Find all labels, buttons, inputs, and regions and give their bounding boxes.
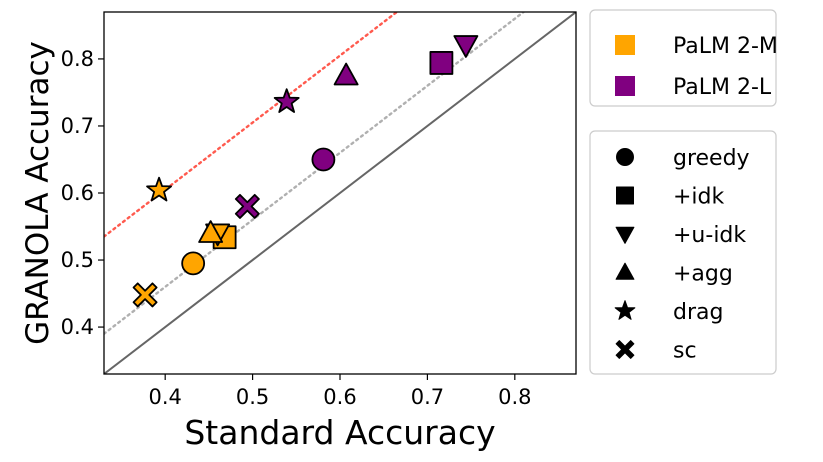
- point-palm-2-l-sc: [234, 193, 260, 219]
- y-axis-ticks: 0.4 0.5 0.6 0.7 0.8: [61, 47, 104, 339]
- model-legend: PaLM 2-M PaLM 2-L: [589, 9, 778, 107]
- legend-label: sc: [673, 339, 697, 364]
- legend-label: PaLM 2-M: [673, 34, 778, 59]
- x-axis-label: Standard Accuracy: [184, 413, 495, 452]
- legend-label: +idk: [673, 185, 725, 210]
- y-tick-label: 0.5: [61, 248, 94, 272]
- point-palm-2-l-agg: [333, 62, 359, 86]
- point-palm-2-m-sc: [132, 282, 158, 308]
- legend-marker-square: [616, 186, 634, 205]
- x-tick-label: 0.5: [236, 385, 269, 409]
- x-tick-label: 0.4: [148, 385, 181, 409]
- legend-label: PaLM 2-L: [673, 75, 772, 100]
- reference-lines: [104, 12, 576, 374]
- legend-label: +agg: [673, 262, 733, 287]
- legend-marker-x: [615, 340, 635, 359]
- point-palm-2-l-uidk: [453, 35, 479, 58]
- identity-line: [104, 12, 576, 374]
- point-palm-2-l-idk: [429, 51, 454, 75]
- y-tick-label: 0.7: [61, 114, 94, 138]
- legend-marker-triangle-down: [615, 226, 635, 244]
- y-tick-label: 0.8: [61, 47, 94, 71]
- x-tick-label: 0.6: [323, 385, 356, 409]
- point-palm-2-m-drag: [146, 176, 172, 202]
- legend-label: greedy: [673, 146, 750, 171]
- reference-line-1: [104, 12, 526, 335]
- legend-marker-triangle-up: [615, 262, 635, 280]
- point-palm-2-l-greedy: [311, 147, 336, 172]
- point-palm-2-m-agg: [198, 220, 224, 243]
- reference-line-2: [104, 12, 399, 238]
- legend-swatch: [615, 76, 635, 96]
- point-palm-2-l-drag: [273, 88, 300, 113]
- legend-label: drag: [673, 300, 723, 325]
- model-legend-frame: [589, 9, 777, 107]
- y-tick-label: 0.6: [61, 181, 94, 205]
- legend-label: +u-idk: [673, 223, 746, 248]
- point-palm-2-m-greedy: [181, 251, 206, 276]
- y-axis-label: GRANOLA Accuracy: [20, 41, 56, 345]
- x-tick-label: 0.7: [411, 385, 444, 409]
- data-points: [132, 35, 479, 308]
- y-tick-label: 0.4: [61, 315, 94, 339]
- legend-marker-star: [614, 300, 636, 320]
- method-legend: greedy +idk +u-idk +agg drag sc: [589, 130, 777, 375]
- x-tick-label: 0.8: [498, 385, 531, 409]
- x-axis-ticks: 0.4 0.5 0.6 0.7 0.8: [148, 374, 532, 409]
- legend-swatch: [615, 35, 635, 55]
- legend-marker-circle: [616, 148, 634, 166]
- method-legend-frame: [589, 130, 777, 375]
